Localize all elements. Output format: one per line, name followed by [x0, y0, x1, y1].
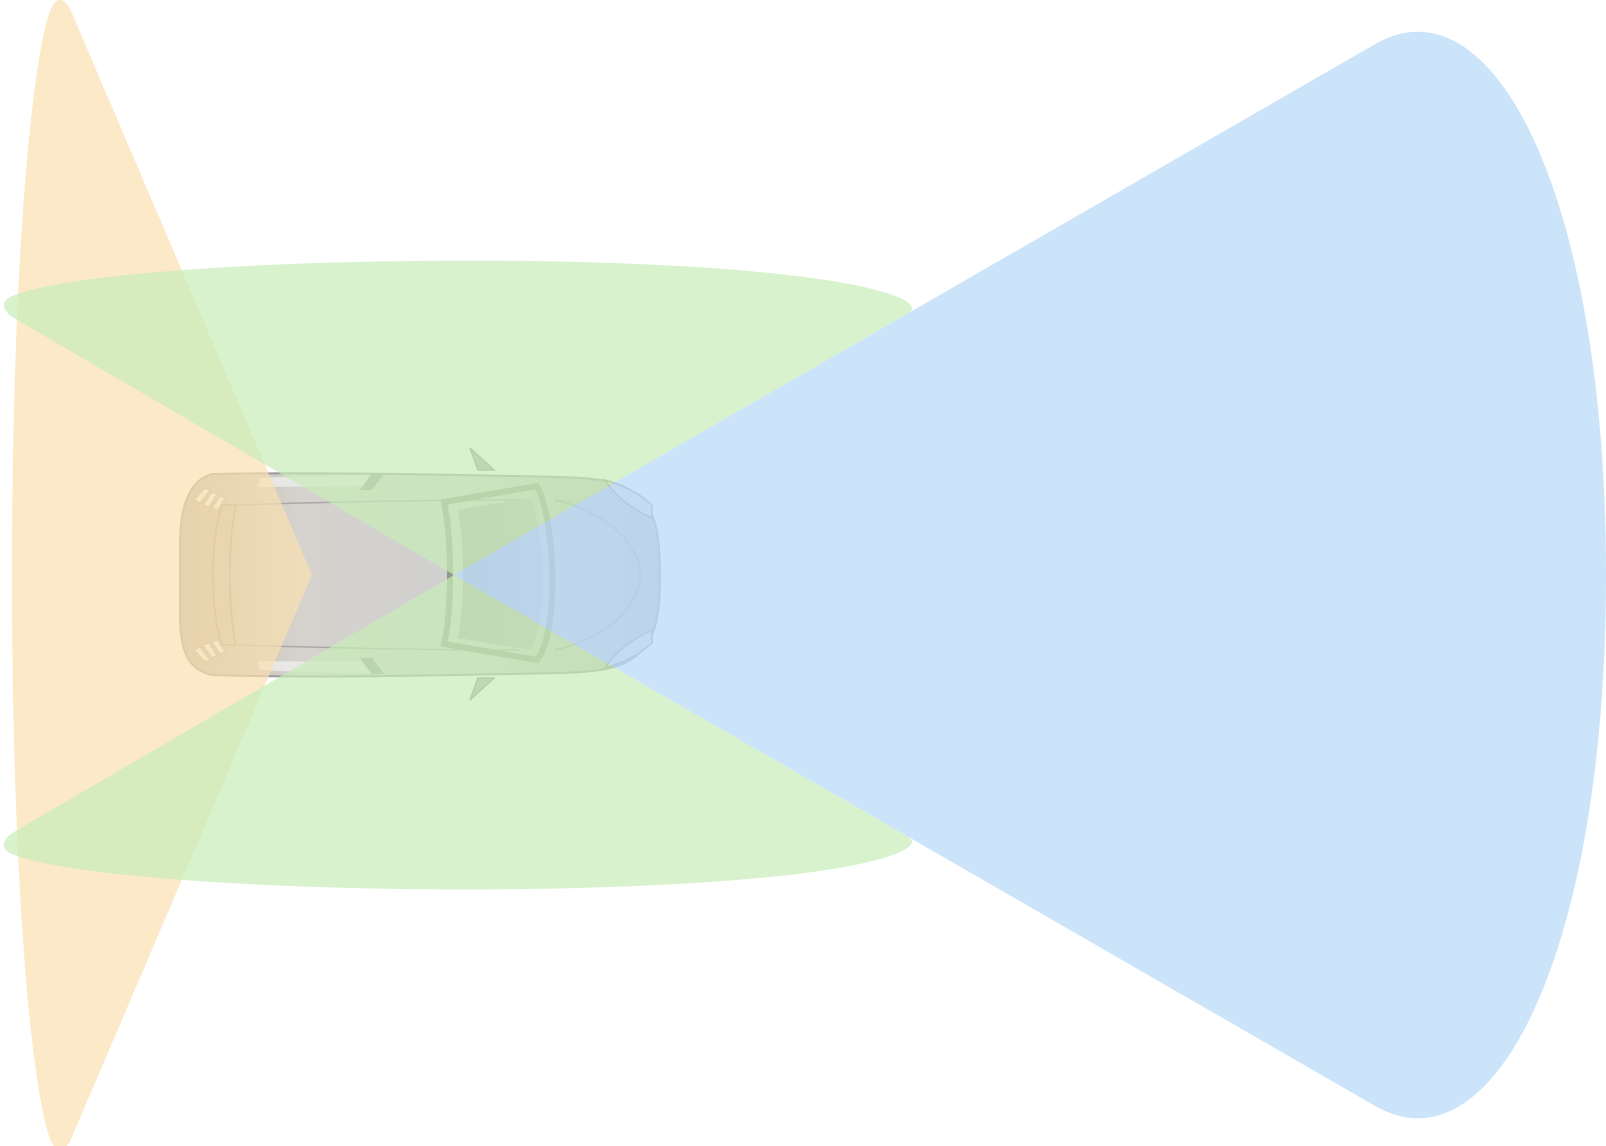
front-coverage-zone: [454, 31, 1606, 1119]
side-coverage-zone-lower: [3, 575, 912, 890]
coverage-zones: [3, 0, 1606, 1146]
side-coverage-zone-upper: [3, 260, 912, 575]
